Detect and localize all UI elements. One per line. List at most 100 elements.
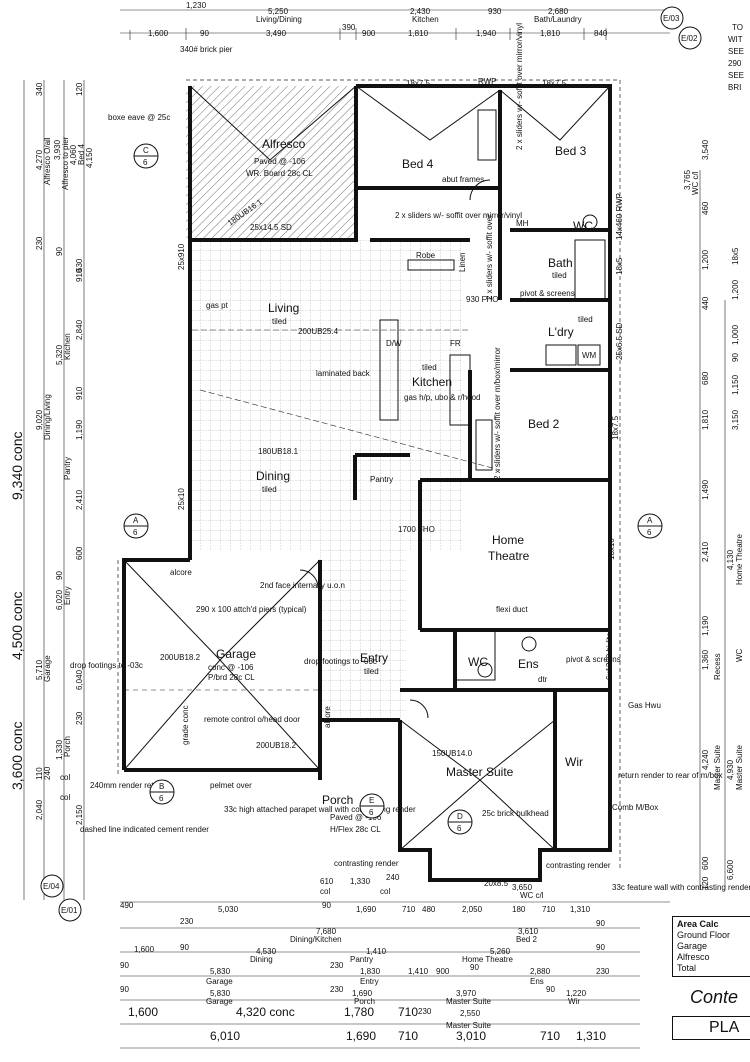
top2-dim-1810a: 1,810	[408, 29, 429, 38]
note-tiled: tiled	[578, 315, 593, 324]
note-sliders-2: 2 x sliders w/- soffit over mirror/vinyl	[515, 23, 524, 150]
note-beam-4: 200UB18.2	[256, 741, 297, 750]
note-pivot-screens-1: pivot & screens	[520, 289, 575, 298]
entry-tile-grid	[320, 550, 406, 720]
margin-290: 290	[728, 59, 742, 68]
room-wc-top: WC	[573, 219, 593, 233]
bot7-6010: 6,010	[210, 1029, 240, 1043]
right2-small-1000: 1,000	[731, 324, 740, 345]
title-conte: Conte	[690, 987, 739, 1007]
right2-dim-4930: 4,930	[726, 759, 735, 780]
bot4-90: 90	[470, 963, 479, 972]
right-dim-120: 120	[701, 876, 710, 890]
right-dim-600: 600	[701, 856, 710, 870]
left-dim-2150: 2,150	[75, 804, 84, 825]
svg-text:6: 6	[143, 158, 148, 167]
bottom-dimensions: 610 1,330 240 col col 3,650 490 5,030 90…	[120, 873, 670, 1049]
top-label-kitchen: Kitchen	[412, 15, 439, 24]
bot3-5260: 5,260	[490, 947, 511, 956]
left-small-2410: 2,410	[75, 489, 84, 510]
note-sliders-3: 2 x sliders w/- soffit over	[485, 214, 494, 300]
bot2-7680: 7,680	[316, 927, 337, 936]
bot3-dining: Dining	[250, 955, 273, 964]
top2-dim-3490: 3,490	[266, 29, 287, 38]
note-beam-3: 200UB18.2	[160, 653, 201, 662]
left-dim-9020: 9,020	[35, 409, 44, 430]
note-comb-mbox: Comb M/Box	[612, 803, 658, 812]
living-tile-grid	[192, 240, 462, 550]
title-pla: PLA	[672, 1016, 750, 1040]
bot2-bed2: Bed 2	[516, 935, 537, 944]
left-small-90: 90	[55, 247, 64, 256]
margin-to: TO	[732, 23, 743, 32]
top2-dim-1810b: 1,810	[540, 29, 561, 38]
left-small-910: 910	[75, 268, 84, 282]
left-small-230: 230	[35, 236, 44, 250]
note-sliders-1: 2 x sliders w/- soffit over mirror/vinyl	[395, 211, 522, 220]
room-home-theatre-1: Home	[492, 533, 524, 547]
right-dim-3765: 3,765	[683, 169, 692, 190]
left-small-230b: 230	[75, 711, 84, 725]
left-label-porch: Porch	[63, 736, 72, 757]
dtr-label: dtr	[538, 675, 548, 684]
left-dim-6020: 6,020	[55, 589, 64, 610]
left-label-garage: Garage	[43, 655, 52, 682]
bot7-1310: 1,310	[576, 1029, 606, 1043]
note-remote: remote control o/head door	[204, 715, 300, 724]
svg-text:C: C	[143, 146, 149, 155]
right-dim-4240: 4,240	[701, 749, 710, 770]
right-dim-2410: 2,410	[701, 541, 710, 562]
note-beam-14: 25x910	[177, 243, 186, 270]
note-return-render: return render to rear of m/box	[618, 771, 723, 780]
note-drop-footings-right: drop footings to -03c	[304, 657, 377, 666]
note-beam-6: 25x14.5 SD	[250, 223, 292, 232]
bot-small-230c: 230	[330, 985, 344, 994]
bot0-240: 240	[386, 873, 400, 882]
section-marker-d6: D 6	[447, 809, 473, 835]
left-small-240: 240	[43, 766, 52, 780]
note-beam-10: 18x10	[607, 538, 616, 560]
left-small-2840: 2,840	[75, 319, 84, 340]
svg-text:E/02: E/02	[681, 34, 698, 43]
right2-dim-3150: 3,150	[731, 409, 740, 430]
bot5-1220: 1,220	[566, 989, 587, 998]
left-overall-4500: 4,500 conc	[9, 592, 25, 661]
note-beam-12: 18x5	[615, 257, 624, 275]
room-wc-ens: WC	[468, 655, 488, 669]
left-dim-5710: 5,710	[35, 659, 44, 680]
bot6-710: 710	[398, 1005, 418, 1019]
right-dim-3540: 3,540	[701, 139, 710, 160]
room-master-suite: Master Suite	[446, 765, 514, 779]
room-dining: Dining	[256, 469, 290, 483]
note-hilite: 6x1360 hi-lite	[605, 632, 614, 680]
bot1-710: 710	[402, 905, 416, 914]
note-cxf-1: 18x7.5	[406, 79, 431, 88]
alfresco-board: WR. Board 28c CL	[246, 169, 313, 178]
room-wir: Wir	[565, 755, 583, 769]
bot4-entry: Entry	[360, 977, 379, 986]
left-dim-3930: 3,930	[53, 139, 62, 160]
porch-paved: Paved @ -106	[330, 813, 382, 822]
left-dim-2040: 2,040	[35, 799, 44, 820]
title-block: Area Calc Ground Floor Garage Alfresco T…	[672, 916, 750, 1062]
room-bed3: Bed 3	[555, 144, 587, 158]
right-dim-1490: 1,490	[701, 479, 710, 500]
wm-label: WM	[582, 351, 597, 360]
section-marker-c6: C 6	[133, 143, 159, 169]
note-grade-conc: grade conc	[181, 705, 190, 745]
left-dim-4150: 4,150	[85, 147, 94, 168]
alfresco-paved: Paved @ -106	[254, 157, 306, 166]
bot-small-90c: 90	[596, 919, 605, 928]
left-label-alfresco-oall: Alfresco O/all	[43, 137, 52, 185]
top-dim-2680: 2,680	[548, 7, 569, 16]
note-abut-frames: abut frames	[442, 175, 484, 184]
bot-small-230e: 230	[596, 967, 610, 976]
svg-text:A: A	[647, 516, 653, 525]
bot3-home-theatre: Home Theatre	[462, 955, 514, 964]
left-label-dining-living: Dining/Living	[43, 394, 52, 440]
left-small-110: 110	[35, 767, 44, 780]
left-label-kitchen: Kitchen	[63, 333, 72, 360]
bot6-4320: 4,320 conc	[236, 1005, 295, 1019]
left-label-entry: Entry	[63, 586, 72, 605]
margin-see: SEE	[728, 47, 744, 56]
